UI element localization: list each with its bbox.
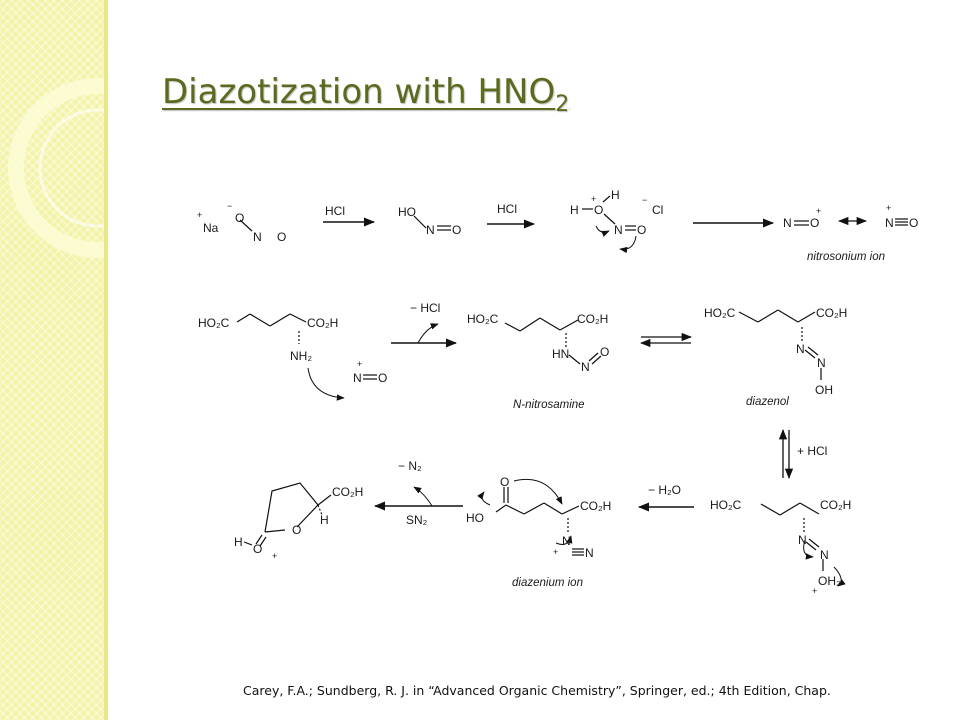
pr-n2: N [820,548,829,562]
dz-ho2c: HO₂C [704,306,736,320]
nitrosonium-charge-1: + [816,206,821,216]
sn2-label: SN₂ [406,513,428,527]
lactone-h-ring: H [320,513,329,527]
intermediate-h-top: H [611,188,620,202]
glu-nh2: NH₂ [290,349,312,363]
intermediate-h: H [570,203,579,217]
dz-n2: N [817,356,826,370]
pr-n1: N [798,533,807,547]
intermediate-o2: O [637,223,646,237]
pr-co2h: CO₂H [820,498,851,512]
plus-hcl: + HCl [797,444,827,458]
sidebar-arc-decoration [8,78,108,258]
nitrosonium-o2: O [909,216,918,230]
o-minus-charge: − [227,201,232,211]
lactone-o-ring: O [292,523,301,537]
hono-n: N [426,223,435,237]
nitrite-n: N [253,230,262,244]
intermediate-n: N [614,223,623,237]
scheme-labels: + Na − O N O HCl HO N O HCl H + H O N O … [197,188,918,596]
dz-n1: N [796,342,805,356]
nit-hn: HN [552,347,569,361]
intermediate-charge: + [591,194,596,204]
chloride-label: Cl [652,203,663,217]
pr-charge: + [812,586,817,596]
nitrosonium-n1: N [783,216,792,230]
minus-n2: − N₂ [398,459,422,473]
sidebar-edge [104,0,108,720]
lactone-h: H [234,535,243,549]
nit-n: N [581,360,590,374]
nitrosonium-charge-2: + [886,203,891,213]
nitrite-o2: O [277,230,286,244]
diazenol-label: diazenol [746,396,789,408]
dz-oh: OH [815,383,833,397]
minus-h2o: − H₂O [648,483,681,497]
intermediate-o: O [594,203,603,217]
diazenium-label: diazenium ion [512,577,583,589]
lactone-charge: + [272,551,277,561]
diazenium-ho: HO [466,511,484,525]
lactone-co2h: CO₂H [332,485,363,499]
lactone-o: O [253,542,262,556]
nitrosonium-o1: O [810,216,819,230]
diazenium-co2h: CO₂H [580,499,611,513]
chloride-charge: − [642,195,647,205]
nit-ho2c: HO₂C [467,312,499,326]
reagent-hcl-2: HCl [497,202,517,216]
glu-co2h: CO₂H [307,316,338,330]
diazenium-o: O [500,475,509,489]
minus-hcl: − HCl [410,301,440,315]
no-n: N [353,371,362,385]
pr-ho2c: HO₂C [710,498,742,512]
nitrite-o: O [235,211,244,225]
glu-ho2c: HO₂C [198,316,230,330]
diazenium-n2: N [585,546,594,560]
nitrosonium-n2: N [885,216,894,230]
citation: Carey, F.A.; Sundberg, R. J. in “Advance… [243,683,831,698]
scheme-bonds [236,195,908,587]
diazenium-charge: + [553,547,558,557]
hono-o: O [452,223,461,237]
reagent-hcl-1: HCl [325,204,345,218]
nit-co2h: CO₂H [577,312,608,326]
no-charge: + [357,359,362,369]
diazenium-n1: N [562,534,571,548]
no-o: O [378,371,387,385]
nitrosonium-label: nitrosonium ion [807,251,885,263]
title-subscript: 2 [555,91,570,117]
pr-oh2: OH₂ [818,574,841,588]
nitrosamine-label: N-nitrosamine [513,399,585,411]
nit-o: O [600,345,609,359]
na-charge: + [197,210,202,220]
hono-ho: HO [398,205,416,219]
dz-co2h: CO₂H [816,306,847,320]
slide-title: Diazotization with HNO2 [162,72,570,117]
na-label: Na [203,221,219,235]
decorative-sidebar [0,0,108,720]
